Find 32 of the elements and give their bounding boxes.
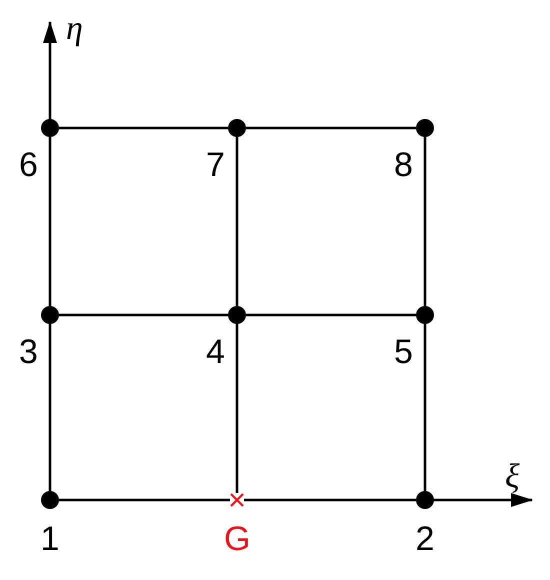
axis-label: η: [66, 12, 83, 46]
node-dot: [228, 119, 246, 137]
mesh-line: [424, 137, 426, 306]
mesh-line: [236, 324, 238, 493]
mesh-line: [236, 137, 238, 306]
node-dot: [228, 306, 246, 324]
mesh-line: [59, 314, 228, 316]
node-dot: [416, 119, 434, 137]
node-number: 8: [394, 148, 413, 182]
cross-mark: [230, 493, 244, 507]
mesh-line: [48, 324, 52, 491]
node-dot: [416, 491, 434, 509]
mesh-line: [246, 126, 416, 130]
node-number: 7: [206, 148, 225, 182]
node-number: 1: [40, 522, 60, 556]
mesh-line: [244, 498, 416, 502]
mesh-line: [424, 324, 426, 491]
node-dot: [41, 491, 59, 509]
node-number: 4: [206, 335, 225, 369]
mesh-line: [48, 137, 52, 306]
mesh-line: [59, 498, 230, 502]
mesh-line: [59, 126, 228, 130]
node-dot: [41, 119, 59, 137]
node-dot: [416, 306, 434, 324]
node-number: 3: [19, 335, 38, 369]
node-number: G: [224, 522, 250, 556]
node-number: 5: [394, 335, 413, 369]
mesh-line: [246, 314, 416, 316]
axis-label: ξ: [505, 460, 520, 494]
node-dot: [41, 306, 59, 324]
node-number: 6: [19, 148, 38, 182]
node-number: 2: [416, 522, 434, 556]
